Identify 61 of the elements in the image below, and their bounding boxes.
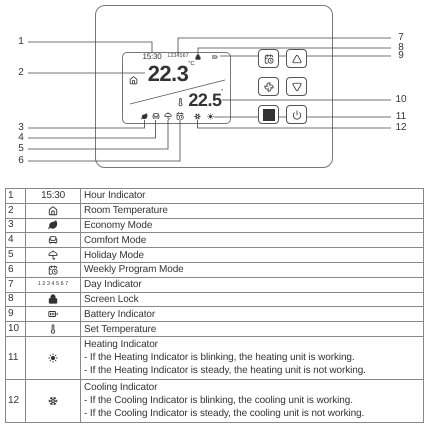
callout-number: 5 <box>16 144 26 154</box>
time-display: 15:30 <box>41 190 65 201</box>
leader-line <box>28 42 152 54</box>
callout-number: 3 <box>16 123 26 133</box>
callout-number: 7 <box>393 33 409 43</box>
row-number: 3 <box>8 220 14 230</box>
item-description: Set Temperature <box>84 322 158 336</box>
callout-number: 2 <box>16 68 26 78</box>
row-number: 10 <box>8 324 20 334</box>
item-description: Weekly Program Mode <box>84 263 185 276</box>
calendar-icon <box>176 112 184 120</box>
temperature-reading: 22.5 <box>188 91 222 109</box>
item-description: - If the Heating Indicator is steady, the heating unit is not working. <box>84 364 367 378</box>
callout-number: 10 <box>393 95 409 105</box>
row-number: 4 <box>8 235 14 246</box>
leader-line <box>214 116 392 118</box>
umbrella-icon <box>164 112 172 120</box>
row-number: 9 <box>8 309 14 320</box>
callout-number: 11 <box>393 112 409 122</box>
callout-number: 6 <box>16 156 26 166</box>
item-heading: Heating Indicator <box>84 338 159 352</box>
row-number: 12 <box>8 396 20 406</box>
chair-icon <box>151 112 160 120</box>
leader-line <box>198 48 392 54</box>
item-description: - If the Cooling Indicator is blinking, the cooling unit is working. <box>84 394 354 408</box>
snowflake-icon <box>194 113 201 120</box>
callout-number: 9 <box>393 51 409 61</box>
lock-icon <box>195 54 201 60</box>
row-number: 6 <box>8 264 14 275</box>
leader-line <box>28 120 145 128</box>
leader-line <box>197 120 392 128</box>
time-display: 15:30 <box>141 53 163 60</box>
leaf-icon <box>141 112 148 120</box>
leader-line <box>28 120 180 162</box>
row-number: 1 <box>8 190 14 201</box>
item-description: Day Indicator <box>84 278 143 292</box>
temperature-reading: 22.3 <box>145 62 191 86</box>
item-description: Economy Mode <box>84 218 154 232</box>
leader-line <box>28 120 168 150</box>
callout-number: 12 <box>393 123 409 133</box>
item-description: Comfort Mode <box>84 234 148 247</box>
callout-number: 4 <box>16 133 26 143</box>
row-number: 2 <box>8 206 14 216</box>
leader-line <box>178 38 392 54</box>
item-description: Room Temperature <box>84 204 169 218</box>
item-description: Screen Lock <box>84 292 140 306</box>
item-heading: Cooling Indicator <box>84 381 158 394</box>
item-description: Holiday Mode <box>84 248 145 262</box>
battery-icon <box>210 54 220 60</box>
leader-line <box>28 120 156 138</box>
item-description: - If the Cooling Indicator is steady, the cooling unit is not working. <box>84 407 366 420</box>
item-description: Battery Indicator <box>84 308 156 321</box>
item-description: Hour Indicator <box>84 189 146 202</box>
row-number: 8 <box>8 294 14 304</box>
item-description: - If the Heating Indicator is blinking, the heating unit is working. <box>84 351 356 364</box>
sun-icon <box>207 113 214 120</box>
row-number: 7 <box>8 280 14 290</box>
leader-line <box>28 72 146 74</box>
row-number: 11 <box>8 352 18 363</box>
row-number: 5 <box>8 250 14 260</box>
callout-number: 1 <box>16 37 26 47</box>
